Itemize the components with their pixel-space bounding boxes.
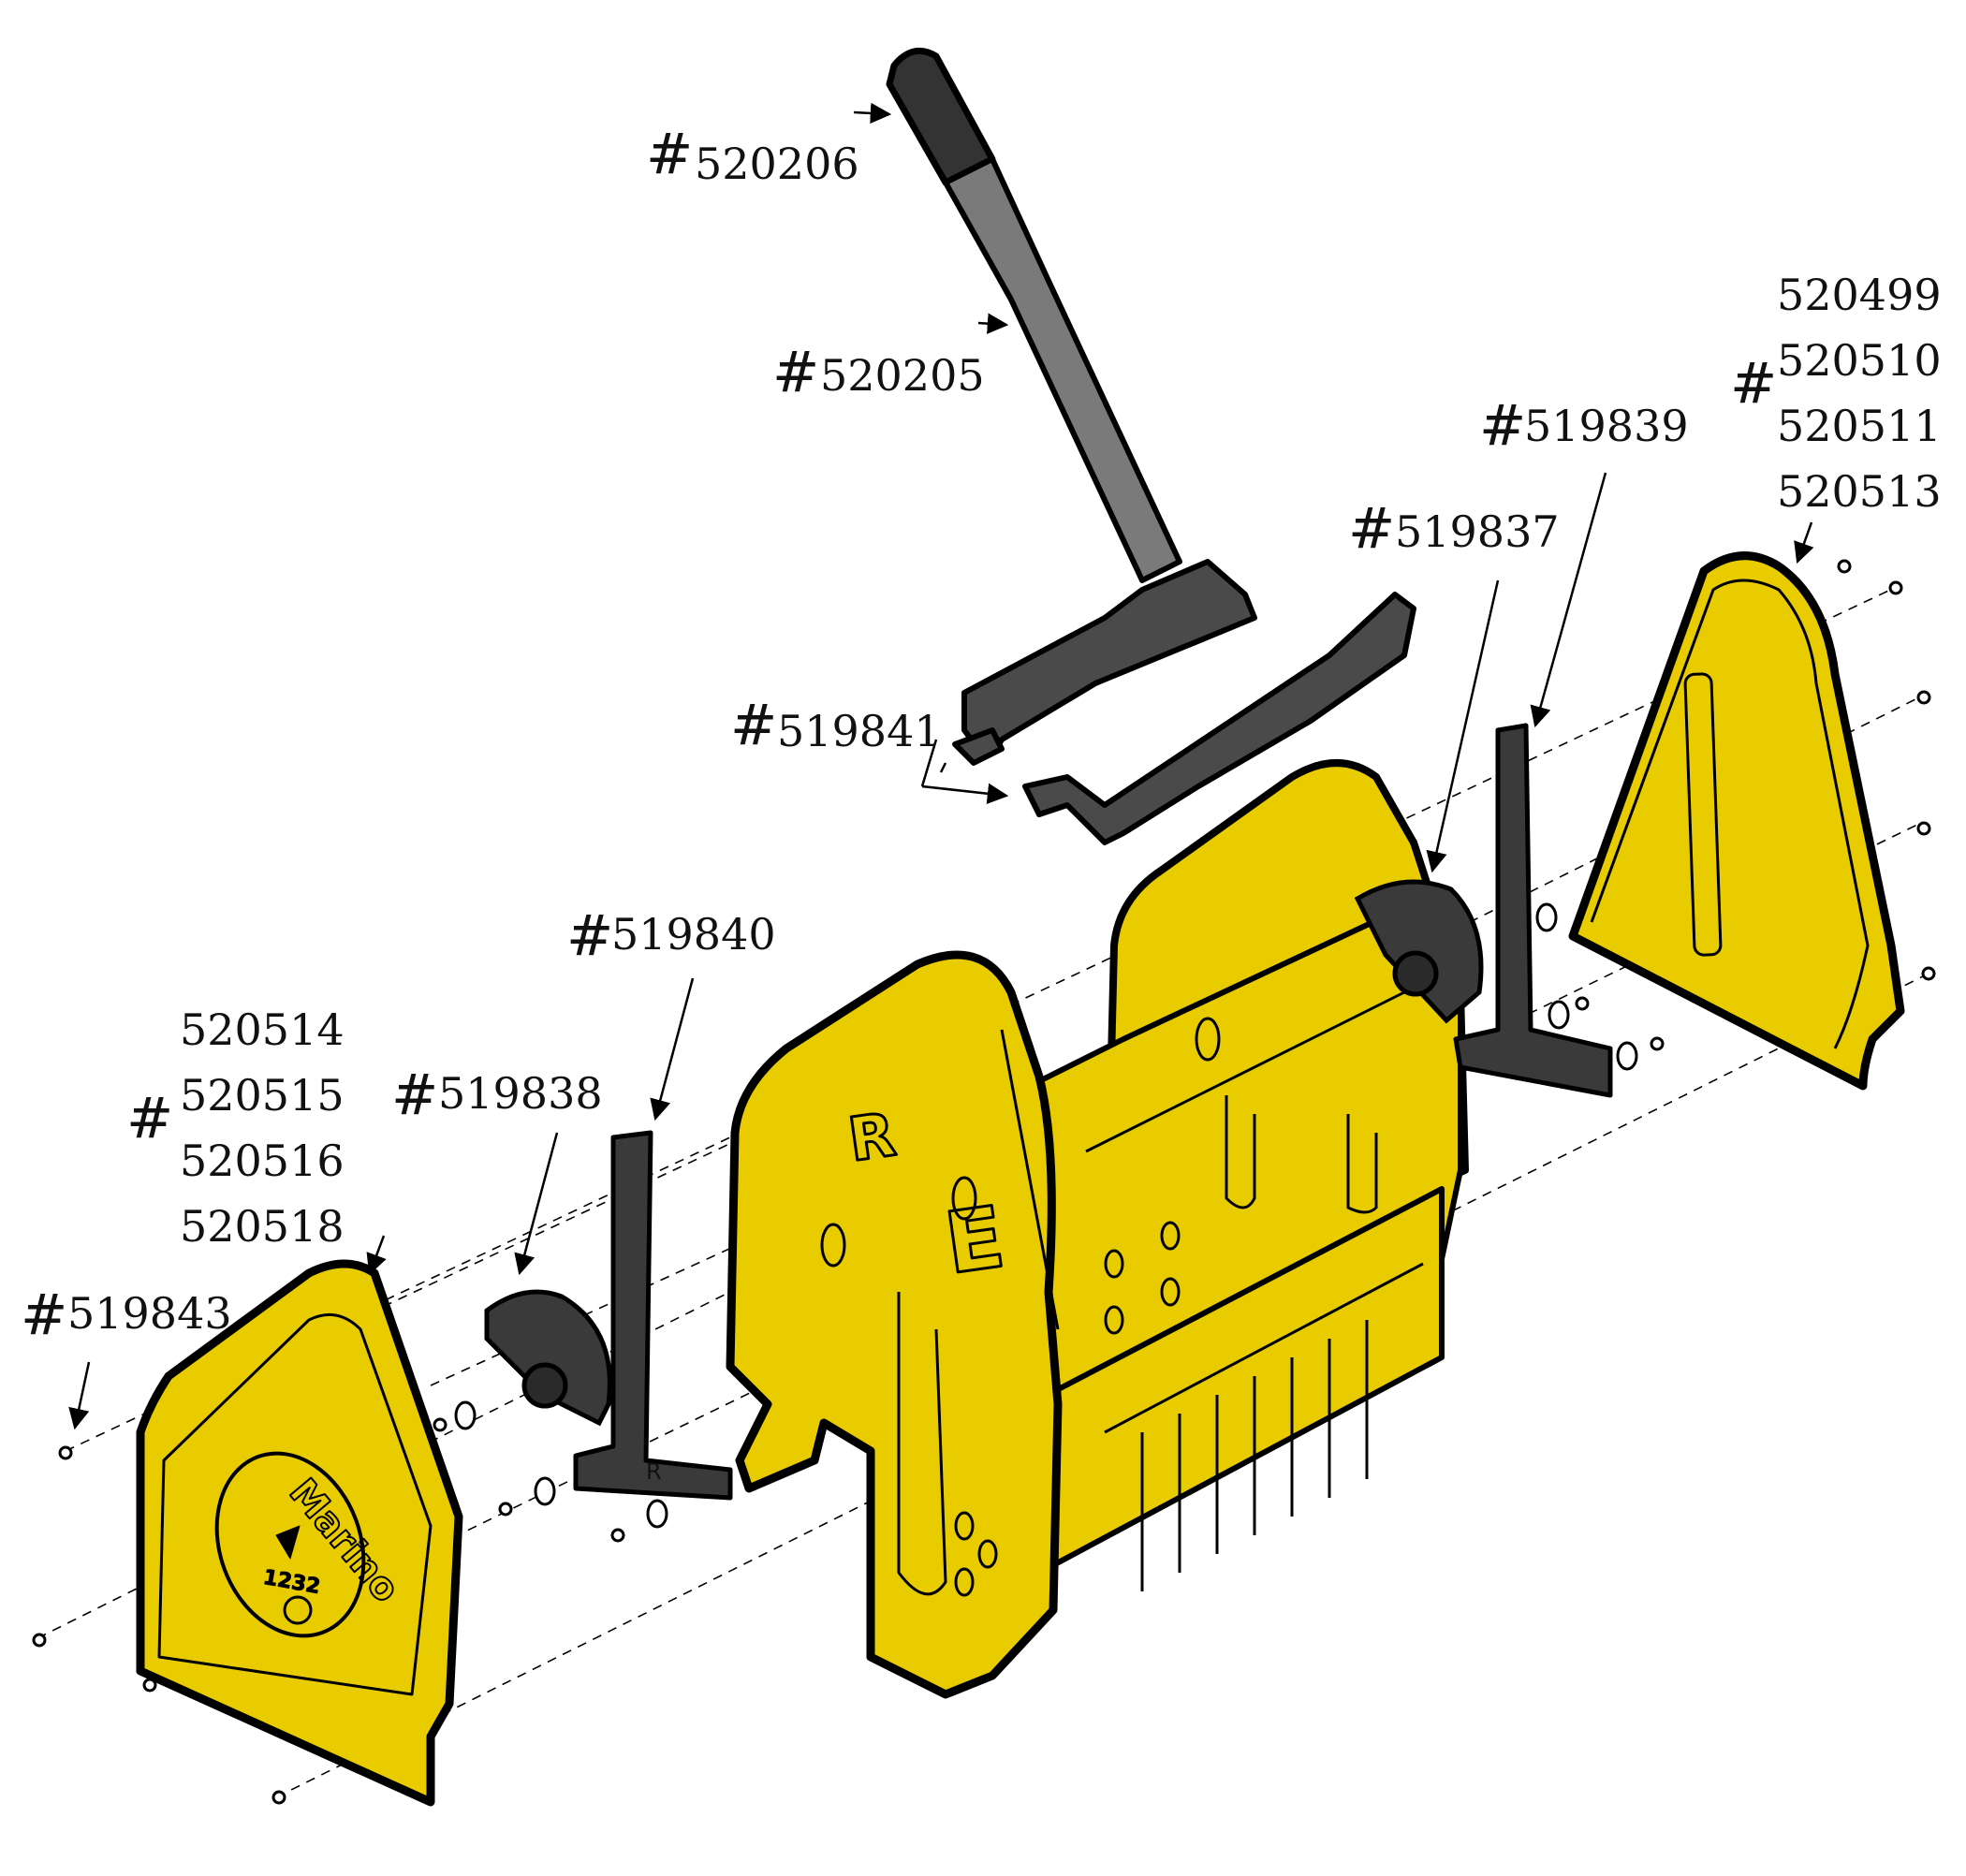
part-number-label: 520518 (180, 1201, 345, 1252)
hash-symbol: # (391, 1063, 439, 1128)
right-cover-plate (1568, 551, 1905, 1091)
hash-symbol: # (126, 1086, 174, 1151)
hash-symbol: # (646, 122, 694, 187)
right-gear (1354, 879, 1484, 1024)
part-number-label: 520516 (180, 1136, 345, 1186)
hash-symbol: # (772, 340, 820, 405)
part-number-label: 520205 (820, 350, 985, 401)
part-number-label: 520514 (180, 1004, 345, 1055)
left-cover-plate: Marino 1232 (136, 1259, 463, 1807)
hash-symbol: # (21, 1282, 68, 1348)
handle-frame (952, 559, 1257, 766)
part-number-label: 520499 (1777, 270, 1942, 320)
right-cover-part-numbers: 520499 520510 520511 520513 (1777, 262, 1942, 524)
leader-arrows (68, 102, 1814, 1430)
part-number-label: 520515 (180, 1070, 345, 1121)
part-number-label: 519843 (67, 1288, 232, 1339)
hash-symbol: # (1348, 496, 1396, 562)
left-gear (484, 1289, 612, 1427)
part-number-label: 520513 (1777, 466, 1942, 517)
right-rack (1453, 723, 1613, 1098)
part-number-label: 519837 (1395, 506, 1560, 557)
hash-symbol: # (1730, 351, 1778, 417)
screws-and-washers (32, 559, 1936, 1805)
part-number-label: 519838 (438, 1068, 603, 1119)
handle-bar (943, 156, 1182, 583)
hash-symbol: # (566, 903, 614, 969)
housing-letter-r: R (844, 1101, 900, 1176)
left-cover-part-numbers: 520514 520515 520516 520518 (180, 997, 345, 1259)
part-number-label: 520206 (695, 139, 859, 189)
logo-badge (214, 1451, 366, 1638)
part-number-label: 519840 (611, 909, 776, 960)
part-number-label: 520510 (1777, 335, 1942, 386)
part-number-label: 520511 (1777, 401, 1942, 451)
wringer-housing: R E (726, 759, 1469, 1699)
part-number-label: 519839 (1524, 401, 1689, 451)
hash-symbol: # (730, 693, 778, 758)
rack-letter: R (646, 1458, 662, 1485)
handle-grip (886, 47, 996, 186)
part-number-label: 519841 (777, 706, 942, 756)
pivot-link (1022, 592, 1416, 845)
left-rack: R (573, 1130, 733, 1501)
hash-symbol: # (1479, 393, 1527, 459)
